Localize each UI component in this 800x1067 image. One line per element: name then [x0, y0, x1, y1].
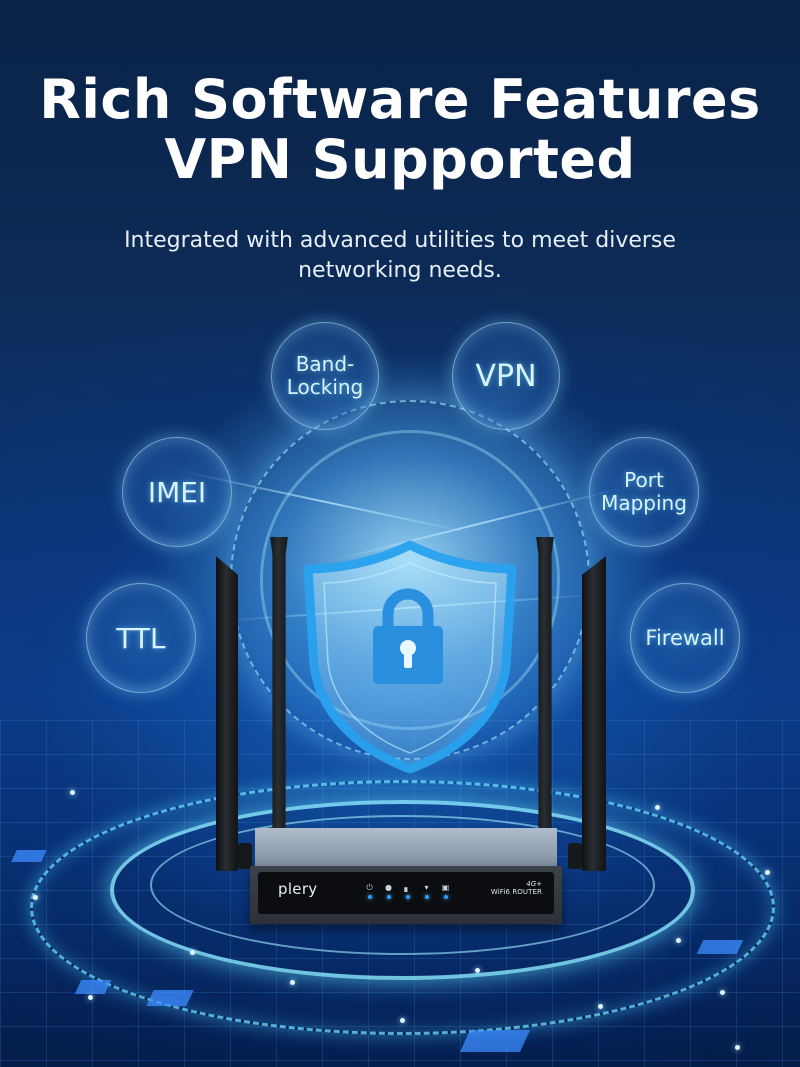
feature-label: Port — [624, 468, 664, 492]
antenna — [270, 537, 288, 837]
led-power: ⏻ — [365, 883, 374, 899]
antenna-hinge — [238, 843, 252, 869]
subtitle: Integrated with advanced utilities to me… — [0, 226, 800, 286]
feature-bubble-imei: IMEI — [122, 437, 232, 547]
circuit-tile — [11, 850, 47, 862]
subtitle-line-1: Integrated with advanced utilities to me… — [124, 228, 676, 253]
glow-dot — [655, 805, 660, 810]
globe-icon: ● — [385, 883, 392, 892]
hud-ring-outer — [30, 780, 775, 1035]
circuit-tile — [696, 940, 744, 954]
led-light — [386, 895, 391, 899]
feature-label: Locking — [286, 375, 364, 399]
hud-ring-inner — [150, 815, 655, 955]
model-text: WiFi6 ROUTER — [490, 888, 542, 896]
feature-label: Firewall — [645, 626, 725, 650]
glow-dot — [676, 938, 681, 943]
router-model-label: 4G+ WiFi6 ROUTER — [487, 880, 542, 896]
wifi-icon: ▾ — [424, 883, 429, 892]
feature-label: VPN — [475, 358, 537, 394]
glow-dot — [598, 1004, 603, 1009]
glow-dot — [400, 1018, 405, 1023]
glow-dot — [70, 790, 75, 795]
router-front-panel — [258, 872, 554, 914]
glow-dot — [33, 895, 38, 900]
feature-bubble-firewall: Firewall — [630, 583, 740, 693]
glow-dot — [190, 950, 195, 955]
feature-label: Band- — [295, 352, 355, 376]
led-light — [367, 895, 372, 899]
glow-dot — [475, 968, 480, 973]
power-icon: ⏻ — [366, 883, 373, 892]
feature-label: Mapping — [601, 491, 687, 515]
led-light — [405, 895, 410, 899]
lock-icon — [373, 588, 443, 684]
feature-bubble-ttl: TTL — [86, 583, 196, 693]
feature-label: IMEI — [147, 475, 207, 509]
led-lan: ▣ — [441, 883, 450, 899]
circuit-tile — [146, 990, 194, 1006]
glow-dot — [735, 1045, 740, 1050]
feature-bubble-band-locking: Band- Locking — [271, 322, 379, 430]
glow-dot — [290, 980, 295, 985]
antenna — [216, 556, 238, 871]
led-wifi: ▾ — [422, 883, 431, 899]
led-signal: ▖ — [403, 883, 412, 899]
glow-dot — [720, 990, 725, 995]
page-title: Rich Software Features VPN Supported — [0, 70, 800, 190]
signal-icon: ▖ — [404, 883, 411, 892]
ethernet-icon: ▣ — [441, 883, 450, 892]
glow-dot — [88, 995, 93, 1000]
circuit-tile — [459, 1030, 531, 1052]
antenna — [582, 556, 606, 871]
feature-bubble-vpn: VPN — [452, 322, 560, 430]
router-led-indicators: ⏻ ● ▖ ▾ ▣ — [365, 883, 450, 899]
lte-badge: 4G+ — [526, 880, 542, 888]
led-light — [424, 895, 429, 899]
subtitle-line-2: networking needs. — [298, 258, 502, 283]
antenna — [536, 537, 554, 837]
antenna-hinge — [568, 843, 582, 869]
router-brand-logo: plery — [278, 880, 318, 898]
hud-ring-middle — [110, 800, 695, 980]
feature-label: TTL — [116, 621, 166, 655]
led-light — [443, 895, 448, 899]
led-internet: ● — [384, 883, 393, 899]
title-line-2: VPN Supported — [164, 128, 636, 191]
glow-dot — [765, 870, 770, 875]
feature-bubble-port-mapping: Port Mapping — [589, 437, 699, 547]
title-line-1: Rich Software Features — [39, 68, 761, 131]
